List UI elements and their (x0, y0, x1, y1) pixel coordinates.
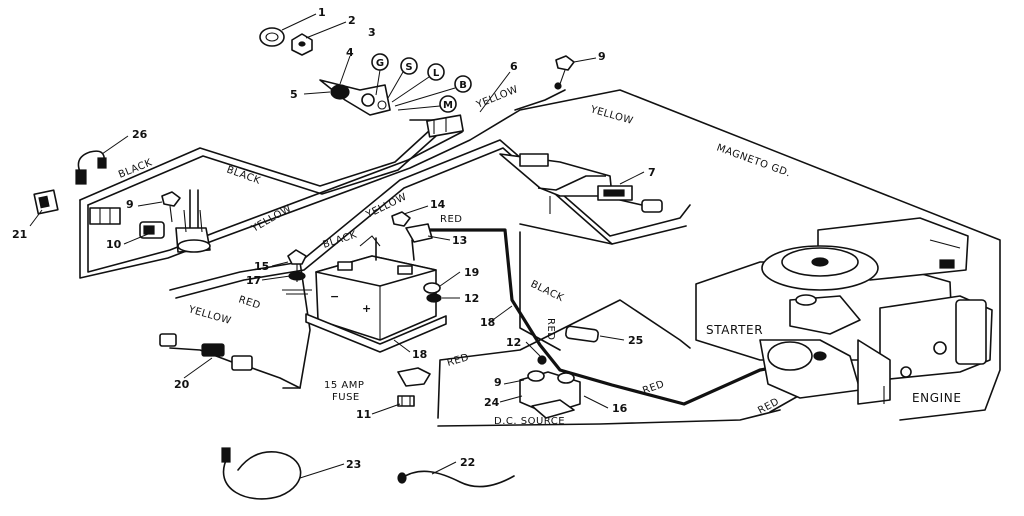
callout-21: 21 (12, 228, 27, 241)
fuse-holder (397, 367, 431, 407)
callout-9-left: 9 (126, 198, 134, 211)
label-red-batt: RED (440, 214, 462, 225)
connector-21 (33, 189, 59, 215)
label-fuse-amp: 15 AMP (324, 380, 364, 391)
leader-lines (29, 13, 645, 479)
starter-motor-icon (767, 341, 813, 371)
callout-20: 20 (174, 378, 190, 391)
engine (695, 217, 993, 405)
callout-12-batt: 12 (464, 292, 479, 305)
label-yellow-mid: YELLOW (249, 203, 293, 235)
callout-14: 14 (430, 198, 446, 211)
harness-connector (426, 114, 464, 138)
connector-20 (159, 333, 253, 371)
callout-numbers: 1 2 3 4 5 6 9 26 7 9 21 10 14 13 15 17 1… (12, 6, 656, 471)
component-labels: STARTER ENGINE 15 AMP FUSE D.C. SOURCE (324, 323, 962, 427)
callout-9-top: 9 (598, 50, 606, 63)
cable-23 (221, 447, 302, 500)
label-red-low: RED (237, 294, 262, 311)
switch-position-b: B (459, 80, 467, 91)
battery-terminal-screws (391, 211, 433, 261)
switch-position-l: L (433, 68, 440, 79)
label-black-right: BLACK (529, 279, 566, 304)
terminal-nut-19 (423, 282, 442, 303)
callout-12-sol: 12 (506, 336, 521, 349)
label-fuse: FUSE (332, 392, 360, 403)
wire-labels: YELLOW YELLOW MAGNETO GD. BLACK BLACK YE… (117, 84, 792, 417)
callout-25: 25 (628, 334, 643, 347)
callout-11: 11 (356, 408, 371, 421)
wire-lead-26 (75, 150, 107, 185)
callout-26: 26 (132, 128, 148, 141)
battery-tray-icon (305, 313, 447, 353)
label-red-vert: RED (545, 318, 556, 340)
battery: − + (305, 235, 447, 353)
callout-13: 13 (452, 234, 467, 247)
label-red-starter: RED (641, 379, 666, 397)
label-starter: STARTER (706, 323, 763, 337)
nut-icon (259, 27, 285, 47)
ground-screw-top (554, 55, 575, 90)
callout-22: 22 (460, 456, 475, 469)
callout-7: 7 (648, 166, 656, 179)
callout-9-sol: 9 (494, 376, 502, 389)
callout-6: 6 (510, 60, 518, 73)
ignition-switch-assembly (259, 27, 391, 116)
label-yellow-top: YELLOW (474, 84, 520, 111)
switch-position-s: S (405, 62, 412, 73)
callout-17: 17 (246, 274, 261, 287)
callout-2: 2 (348, 14, 356, 27)
ground-bolt (282, 249, 312, 295)
callout-18-tray: 18 (412, 348, 427, 361)
starter-solenoid (519, 355, 581, 419)
harness-plug-left (89, 207, 121, 225)
callout-5: 5 (290, 88, 298, 101)
label-engine: ENGINE (912, 391, 962, 405)
callout-23: 23 (346, 458, 361, 471)
switch-body-icon (319, 79, 391, 116)
callout-15: 15 (254, 260, 269, 273)
label-magneto-gd: MAGNETO GD. (715, 142, 792, 179)
module-bracket-7 (499, 153, 663, 214)
callout-24: 24 (484, 396, 500, 409)
label-red-bottom: RED (446, 352, 471, 369)
callout-3: 3 (368, 26, 376, 39)
label-black-mid: BLACK (225, 164, 262, 186)
callout-16: 16 (612, 402, 628, 415)
switch-position-g: G (376, 58, 384, 69)
label-black-left: BLACK (117, 157, 154, 180)
callout-18-cable: 18 (480, 316, 495, 329)
label-yellow-low: YELLOW (186, 304, 232, 327)
callout-1: 1 (318, 6, 326, 19)
switch-position-m: M (443, 100, 453, 111)
connector-25 (565, 325, 599, 343)
callout-19: 19 (464, 266, 479, 279)
label-yellow-right: YELLOW (588, 104, 634, 127)
callout-10: 10 (106, 238, 122, 251)
interlock-switch (139, 191, 211, 253)
switch-position-markers: G S L B M (371, 53, 472, 113)
key-icon (330, 84, 350, 100)
cable-22 (397, 470, 515, 488)
svg-text:−: − (330, 290, 339, 303)
callout-4: 4 (346, 46, 354, 59)
svg-text:+: + (362, 302, 371, 315)
label-black-batt: BLACK (322, 229, 359, 250)
label-dc-source: D.C. SOURCE (494, 416, 565, 427)
